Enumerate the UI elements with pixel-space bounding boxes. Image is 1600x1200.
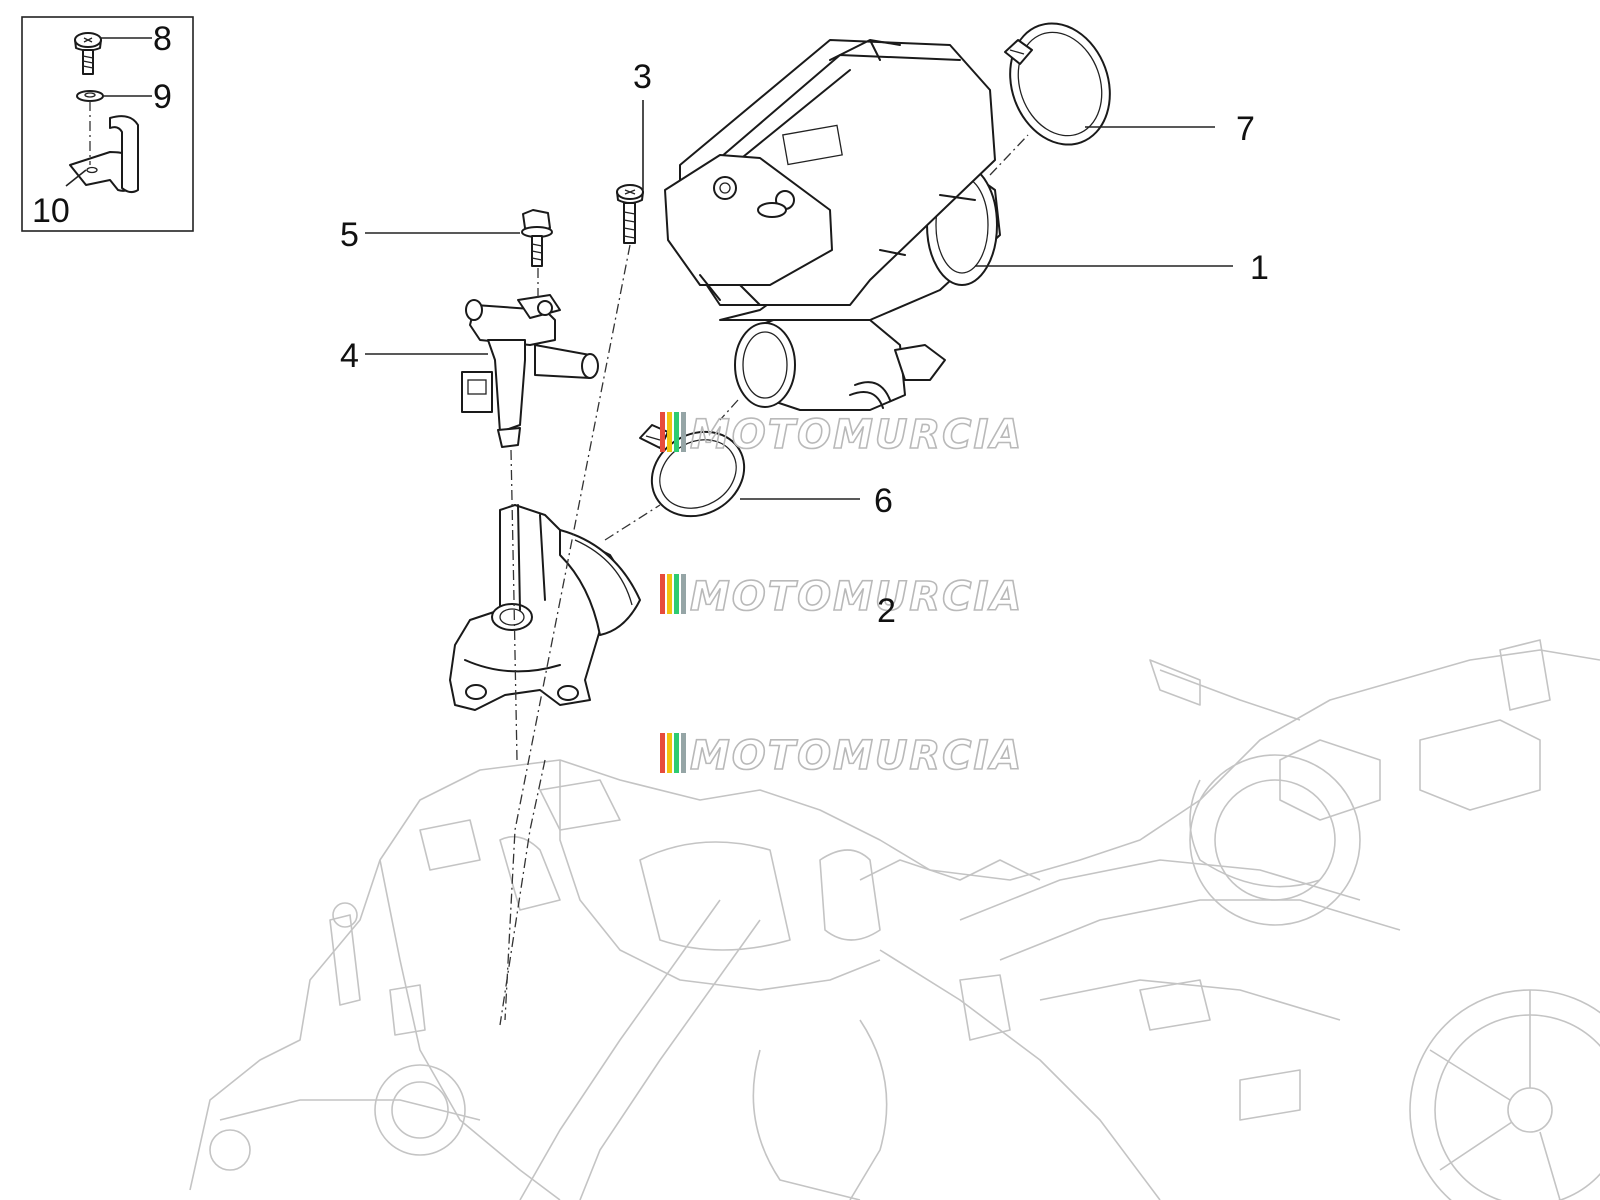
watermark-stripe <box>681 574 686 614</box>
watermark-text: MOTOMURCIA <box>690 574 1023 620</box>
callout-2: 2 <box>877 592 896 630</box>
callout-6: 6 <box>874 482 893 520</box>
watermark-stripe <box>681 412 686 452</box>
inset-box <box>21 16 194 232</box>
callout-4: 4 <box>340 337 359 375</box>
callout-1: 1 <box>1250 249 1269 287</box>
watermark-stripe <box>674 574 679 614</box>
watermark-stripe <box>660 412 665 452</box>
watermark-text: MOTOMURCIA <box>690 412 1023 458</box>
watermark-stripe <box>674 412 679 452</box>
callout-9: 9 <box>153 78 172 116</box>
callout-3: 3 <box>633 58 652 96</box>
watermark-stripe <box>667 733 672 773</box>
washer-9-drawing <box>76 90 104 102</box>
fuel-injector-drawing <box>461 294 599 448</box>
watermark-text: MOTOMURCIA <box>690 733 1023 779</box>
watermark-logo: MOTOMURCIA <box>660 732 1023 780</box>
watermark-stripe <box>667 412 672 452</box>
engine-block-background <box>189 639 1600 1200</box>
clamp-7-drawing <box>1004 22 1111 146</box>
watermark-logo: MOTOMURCIA <box>660 573 1023 621</box>
watermark-stripe <box>660 733 665 773</box>
assembly-axes <box>499 134 1029 1026</box>
bolt-5-drawing <box>521 209 553 267</box>
watermark-stripe <box>681 733 686 773</box>
screw-8-drawing <box>74 32 102 75</box>
leader-lines <box>365 100 1233 500</box>
callout-5: 5 <box>340 216 359 254</box>
callout-10: 10 <box>32 192 70 230</box>
intake-manifold-drawing <box>449 504 641 711</box>
throttle-body-drawing <box>664 39 1001 411</box>
watermark-stripe <box>660 574 665 614</box>
callout-labels: 1 2 3 4 5 6 7 8 9 10 <box>32 20 1269 630</box>
watermark-stripe <box>667 574 672 614</box>
bracket-10-drawing <box>69 115 139 194</box>
callout-8: 8 <box>153 20 172 58</box>
screw-3-drawing <box>616 184 644 244</box>
watermark-logo: MOTOMURCIA <box>660 411 1023 459</box>
callout-7: 7 <box>1236 110 1255 148</box>
watermark-stripe <box>674 733 679 773</box>
